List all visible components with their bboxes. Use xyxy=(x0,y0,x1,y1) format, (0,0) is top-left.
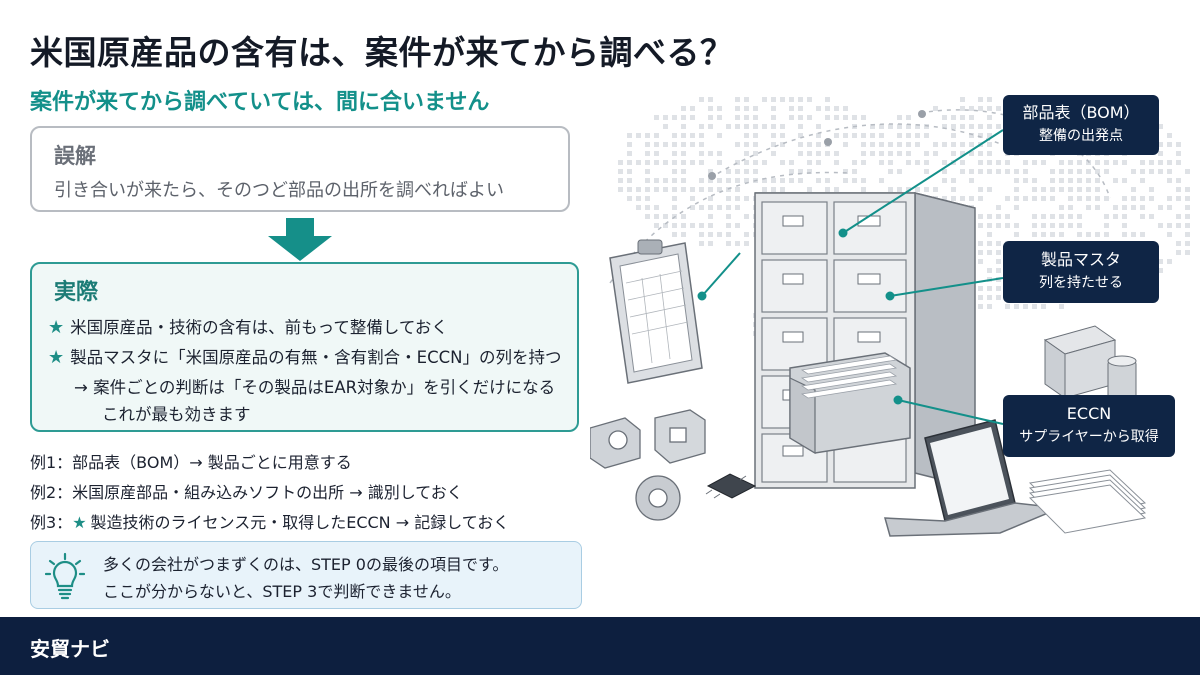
reality-emphasis: これが最も効きます xyxy=(102,405,251,424)
tip-line-1: 多くの会社がつまずくのは、STEP 0の最後の項目です。 xyxy=(103,555,509,574)
page-title: 米国原産品の含有は、案件が来てから調べる？ xyxy=(30,33,734,72)
footer-bar: 安貿ナビ xyxy=(0,617,1200,675)
callout-bom: 部品表（BOM） 整備の出発点 xyxy=(1003,95,1159,155)
lightbulb-icon xyxy=(45,552,85,600)
box xyxy=(1043,325,1137,400)
callout-product-master: 製品マスタ 列を持たせる xyxy=(1003,241,1159,303)
file-cabinet xyxy=(754,192,976,489)
example-1: 例1：部品表（BOM）→ 製品ごとに用意する xyxy=(30,453,352,472)
page-subtitle: 案件が来てから調べていては、間に合いません xyxy=(30,90,490,115)
clipboard xyxy=(609,239,703,384)
chip xyxy=(705,473,757,499)
reality-heading: 実際 xyxy=(54,280,99,305)
myth-heading: 誤解 xyxy=(54,144,96,168)
star-icon: ★ xyxy=(48,347,65,368)
reality-result: → 案件ごとの判断は「その製品はEAR対象か」を引くだけになる xyxy=(74,378,556,397)
example-2: 例2：米国原産部品・組み込みソフトの出所 → 識別しておく xyxy=(30,483,463,502)
myth-text: 引き合いが来たら、そのつど部品の出所を調べればよい xyxy=(54,180,504,201)
laptop xyxy=(883,419,1063,537)
reality-item: ★製品マスタに「米国原産品の有無・含有割合・ECCN」の列を持つ xyxy=(48,347,562,368)
example-3: 例3：★製造技術のライセンス元・取得したECCN → 記録しておく xyxy=(30,513,510,532)
reality-box: 実際 ★米国原産品・技術の含有は、前もって整備しておく ★製品マスタに「米国原産… xyxy=(30,262,579,432)
callout-eccn: ECCN サプライヤーから取得 xyxy=(1003,395,1175,457)
down-arrow-icon xyxy=(268,218,332,261)
documents xyxy=(1028,469,1147,534)
tip-box: 多くの会社がつまずくのは、STEP 0の最後の項目です。 ここが分からないと、S… xyxy=(30,541,582,609)
gear xyxy=(590,409,706,521)
reality-item: ★米国原産品・技術の含有は、前もって整備しておく xyxy=(48,317,448,338)
footer-brand: 安貿ナビ xyxy=(30,637,110,661)
star-icon: ★ xyxy=(48,317,65,338)
star-icon: ★ xyxy=(72,513,87,532)
myth-box: 誤解 引き合いが来たら、そのつど部品の出所を調べればよい xyxy=(30,126,570,212)
tip-line-2: ここが分からないと、STEP 3で判断できません。 xyxy=(103,582,461,601)
